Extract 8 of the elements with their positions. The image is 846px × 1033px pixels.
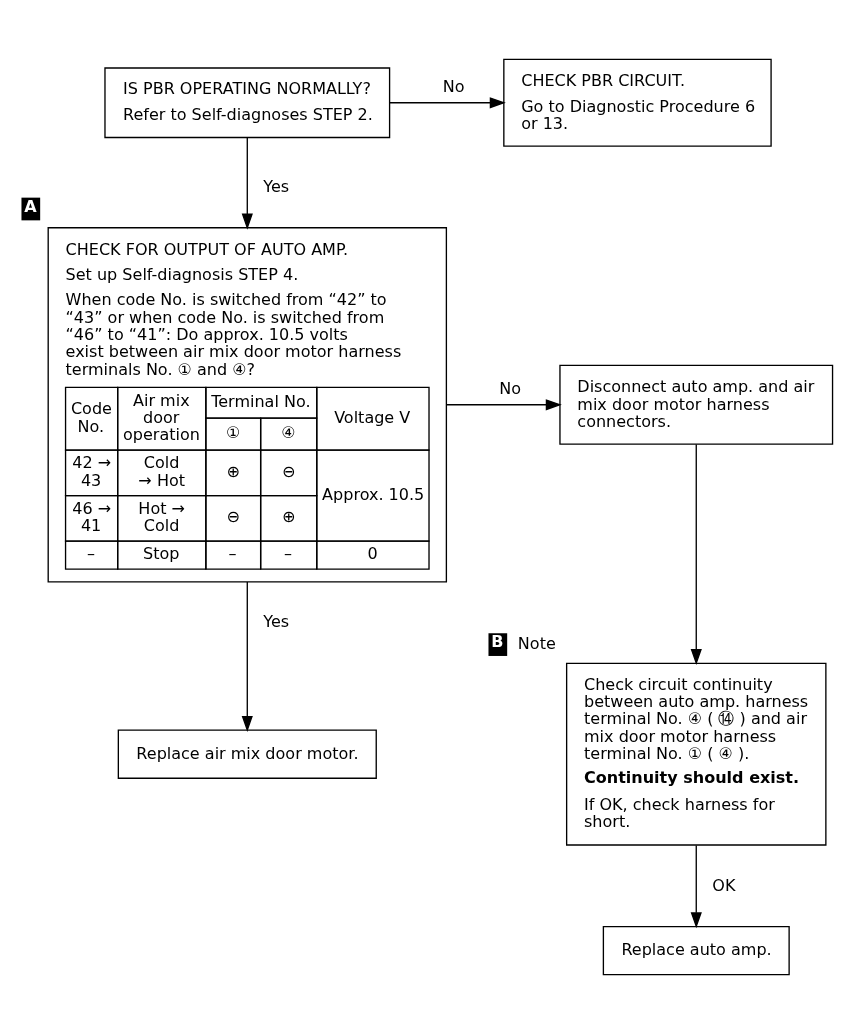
- edge-label: Yes: [263, 176, 290, 196]
- edge-label: No: [499, 378, 521, 398]
- edge-label: OK: [712, 875, 736, 895]
- node-label: Note: [517, 633, 556, 653]
- edge-label: No: [442, 76, 465, 96]
- edge-label: Yes: [263, 611, 290, 631]
- node-label: B: [491, 631, 504, 651]
- node-label: A: [24, 196, 37, 216]
